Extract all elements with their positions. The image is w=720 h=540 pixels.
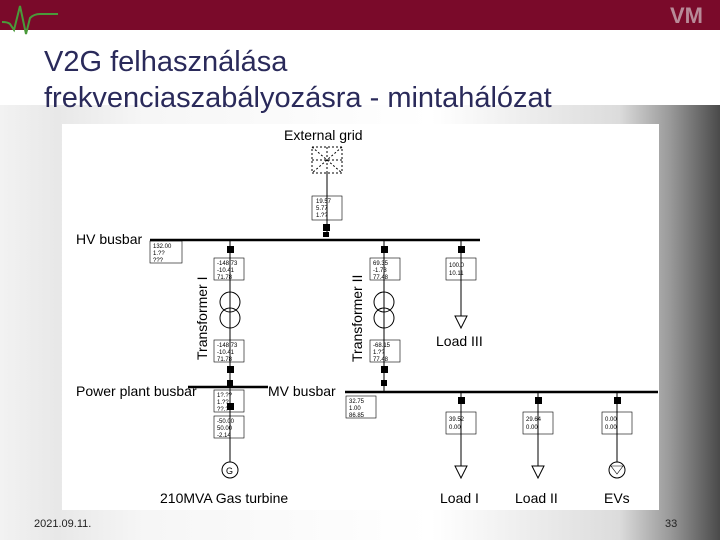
mv-busbar-label: MV busbar: [268, 383, 336, 399]
external-grid-label: External grid: [284, 127, 363, 143]
t2-bot-v0: -68.15: [373, 343, 391, 349]
hv-box-v0: 132.00: [153, 244, 172, 250]
t2-top-v1: -1.73: [373, 268, 387, 274]
gen-box-v1: 50.00: [217, 426, 233, 432]
title-line-1: V2G felhasználása: [44, 46, 288, 78]
hv-busbar-label: HV busbar: [76, 231, 142, 247]
load3-v0: 100.0: [449, 263, 465, 269]
ext-box-v0: 19.57: [316, 199, 332, 205]
hv-box-v1: 1.??: [153, 251, 165, 257]
load1-label: Load I: [440, 490, 479, 506]
evs-label: EVs: [604, 490, 630, 506]
network-diagram: External grid HV busbar Load III Power p…: [62, 124, 659, 510]
mv-box-v1: 1.00: [349, 406, 361, 412]
gen-box-v0: -50.00: [217, 419, 235, 425]
ext-box-v2: 1.??: [316, 213, 328, 219]
wave-decoration-icon: [1, 5, 58, 35]
t1-bot-v1: -10.41: [217, 350, 235, 356]
load1-v1: 0.00: [449, 425, 461, 431]
t2-bot-v2: 77.48: [373, 357, 389, 363]
transformer2-label: Transformer II: [349, 275, 365, 362]
t2-top-v2: 77.48: [373, 275, 389, 281]
t2-top-v0: 69.35: [373, 261, 389, 267]
load1-v0: 39.52: [449, 417, 465, 423]
transformer1-label: Transformer I: [194, 277, 210, 361]
mv-box-v2: 86.85: [349, 413, 365, 419]
power-plant-busbar-label: Power plant busbar: [76, 383, 197, 399]
header-bar: [0, 0, 720, 30]
evs-v0: 0.00: [605, 417, 617, 423]
t1-bot-v2: 71.78: [217, 357, 233, 363]
load2-v0: 29.64: [526, 417, 542, 423]
svg-text:VM: VM: [670, 3, 702, 28]
load3-label: Load III: [436, 333, 483, 349]
mv-box-v0: 32.75: [349, 399, 365, 405]
t1-top-v0: -148.73: [217, 261, 238, 267]
load2-label: Load II: [515, 490, 558, 506]
page-number: 33: [665, 518, 678, 530]
load2-v1: 0.00: [526, 425, 538, 431]
t1-top-v1: -10.41: [217, 268, 235, 274]
slide-title: V2G felhasználása frekvenciaszabályozásr…: [44, 44, 552, 116]
gen-box-v2: -2.14: [217, 433, 231, 439]
gas-turbine-label: 210MVA Gas turbine: [160, 490, 288, 506]
pp-box-v0: 1?.??: [217, 393, 233, 399]
footer-date: 2021.09.11.: [34, 518, 92, 530]
one-line-diagram: External grid HV busbar Load III Power p…: [76, 127, 658, 506]
vm-logo-icon: VM: [670, 3, 702, 28]
pp-box-v2: ??.??: [217, 407, 233, 413]
title-line-2: frekvenciaszabályozásra - mintahálózat: [44, 82, 552, 114]
ext-box-v1: 5.77: [316, 206, 328, 212]
pp-box-v1: 1.??: [217, 400, 229, 406]
t2-bot-v1: 1.??: [373, 350, 385, 356]
evs-v1: 0.00: [605, 425, 617, 431]
t1-bot-v0: -148.73: [217, 343, 238, 349]
generator-icon: G: [226, 466, 233, 476]
load3-v1: 10.11: [449, 271, 464, 277]
t1-top-v2: 71.78: [217, 275, 233, 281]
hv-box-v2: ???: [153, 258, 164, 264]
